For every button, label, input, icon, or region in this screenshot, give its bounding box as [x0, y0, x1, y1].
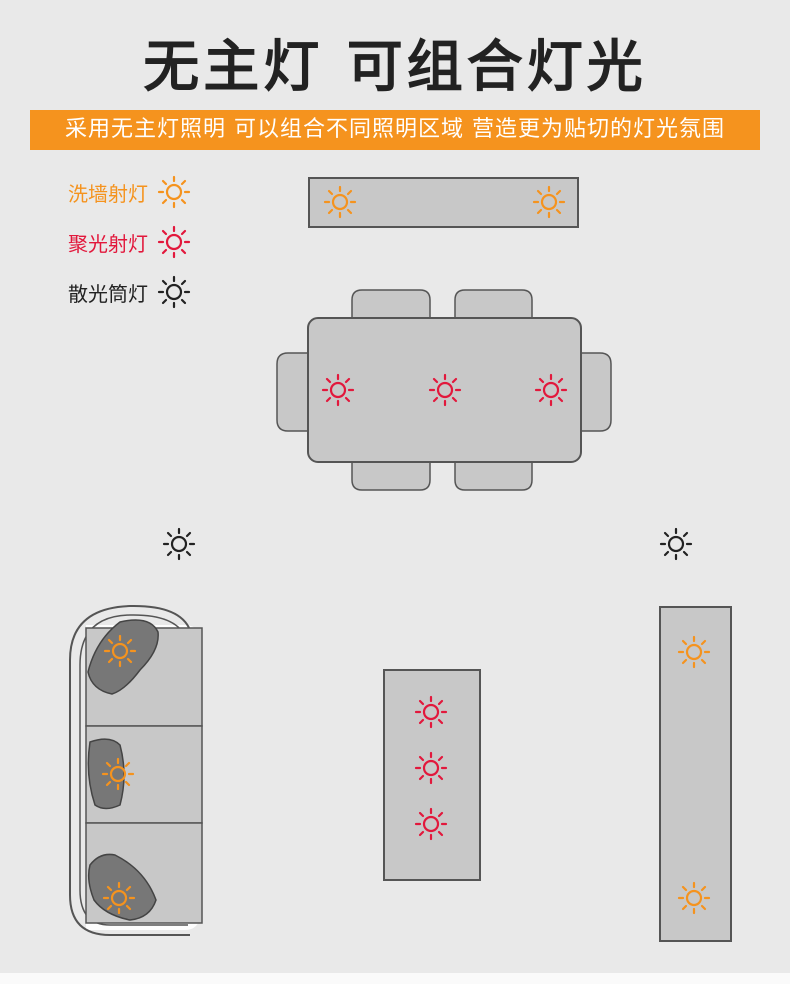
- chair: [454, 289, 533, 319]
- chair: [276, 352, 309, 432]
- legend-label: 聚光射灯: [68, 231, 148, 256]
- sofa: [69, 604, 203, 936]
- sun-icon: [162, 527, 196, 561]
- sun-icon: [157, 225, 191, 259]
- sun-icon: [659, 527, 693, 561]
- legend-label: 散光筒灯: [68, 281, 148, 306]
- legend-item-wall-washer: 洗墙射灯: [68, 175, 192, 209]
- legend-item-spotlight: 聚光射灯: [68, 225, 192, 259]
- dining-table: [307, 317, 582, 463]
- legend-item-downlight: 散光筒灯: [68, 275, 192, 309]
- page-title: 无主灯 可组合灯光: [143, 35, 647, 100]
- sun-icon: [157, 175, 191, 209]
- chair: [351, 461, 431, 491]
- legend-label: 洗墙射灯: [68, 181, 148, 206]
- footer-band: [0, 973, 790, 984]
- chair: [579, 352, 612, 432]
- downlights: [162, 527, 693, 561]
- sun-icon: [157, 275, 191, 309]
- chair: [454, 461, 533, 491]
- chair: [351, 289, 431, 319]
- subtitle-banner: 采用无主灯照明 可以组合不同照明区域 营造更为贴切的灯光氛围: [30, 110, 760, 150]
- tv-cabinet: [659, 606, 732, 942]
